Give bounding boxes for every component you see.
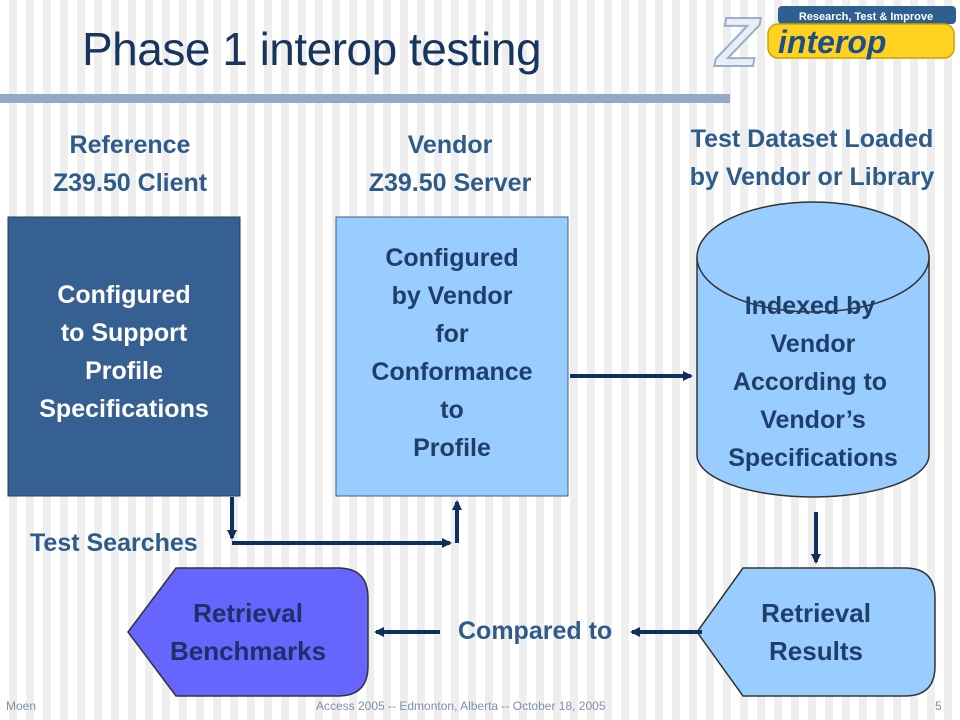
- database-cylinder: [696, 201, 930, 498]
- zinterop-logo: Research, Test & Improve interop Z: [713, 2, 956, 78]
- dataset-heading-line1: Test Dataset Loaded: [690, 125, 934, 153]
- client-box-line: Specifications: [39, 395, 209, 423]
- server-box-line: Conformance: [371, 358, 533, 386]
- svg-text:interop: interop: [778, 24, 886, 60]
- results-line: Retrieval: [761, 598, 871, 628]
- server-box-text: Configured by Vendor for Conformance to …: [336, 239, 568, 467]
- server-box-line: by Vendor: [391, 282, 513, 310]
- database-line: Specifications: [728, 444, 898, 472]
- svg-text:Research, Test & Improve: Research, Test & Improve: [799, 11, 933, 23]
- client-heading-line2: Z39.50 Client: [52, 169, 208, 197]
- server-heading: Vendor Z39.50 Server: [330, 126, 570, 202]
- slide-title: Phase 1 interop testing: [82, 23, 542, 75]
- database-line: Vendor: [770, 330, 856, 358]
- test-searches-label: Test Searches: [30, 529, 198, 557]
- client-heading: Reference Z39.50 Client: [20, 126, 240, 202]
- server-box-line: Configured: [385, 244, 519, 272]
- results-line: Results: [769, 636, 863, 666]
- client-heading-line1: Reference: [69, 131, 191, 159]
- server-box-line: Profile: [413, 434, 491, 462]
- results-shape: [696, 567, 936, 697]
- title-underline: [0, 94, 730, 103]
- compared-to-label: Compared to: [458, 617, 613, 645]
- benchmarks-line: Benchmarks: [169, 636, 327, 666]
- client-box-line: to Support: [60, 319, 188, 347]
- svg-text:Z: Z: [714, 3, 761, 78]
- footer-event: Access 2005 -- Edmonton, Alberta -- Octo…: [316, 699, 606, 713]
- database-text: Indexed by Vendor According to Vendor’s …: [697, 287, 929, 477]
- dataset-heading: Test Dataset Loaded by Vendor or Library: [672, 120, 952, 196]
- client-box-line: Profile: [85, 357, 163, 385]
- database-line: Vendor’s: [760, 406, 866, 434]
- client-box: [7, 216, 241, 497]
- test-searches-connector: [227, 497, 462, 548]
- footer-author: Moen: [6, 699, 37, 713]
- client-box-line: Configured: [57, 281, 191, 309]
- benchmarks-line: Retrieval: [193, 598, 303, 628]
- results-text: Retrieval Results: [706, 594, 926, 670]
- database-line: According to: [732, 368, 888, 396]
- database-line: Indexed by: [744, 292, 876, 320]
- server-heading-line2: Z39.50 Server: [368, 169, 532, 197]
- benchmarks-shape: [127, 567, 369, 697]
- client-box-text: Configured to Support Profile Specificat…: [8, 276, 240, 428]
- footer-page-number: 5: [935, 699, 942, 713]
- server-box-line: for: [435, 320, 469, 348]
- dataset-heading-line2: by Vendor or Library: [689, 163, 935, 191]
- server-box: [335, 216, 569, 497]
- benchmarks-text: Retrieval Benchmarks: [138, 594, 358, 670]
- server-box-line: to: [440, 396, 464, 424]
- server-heading-line1: Vendor: [407, 131, 493, 159]
